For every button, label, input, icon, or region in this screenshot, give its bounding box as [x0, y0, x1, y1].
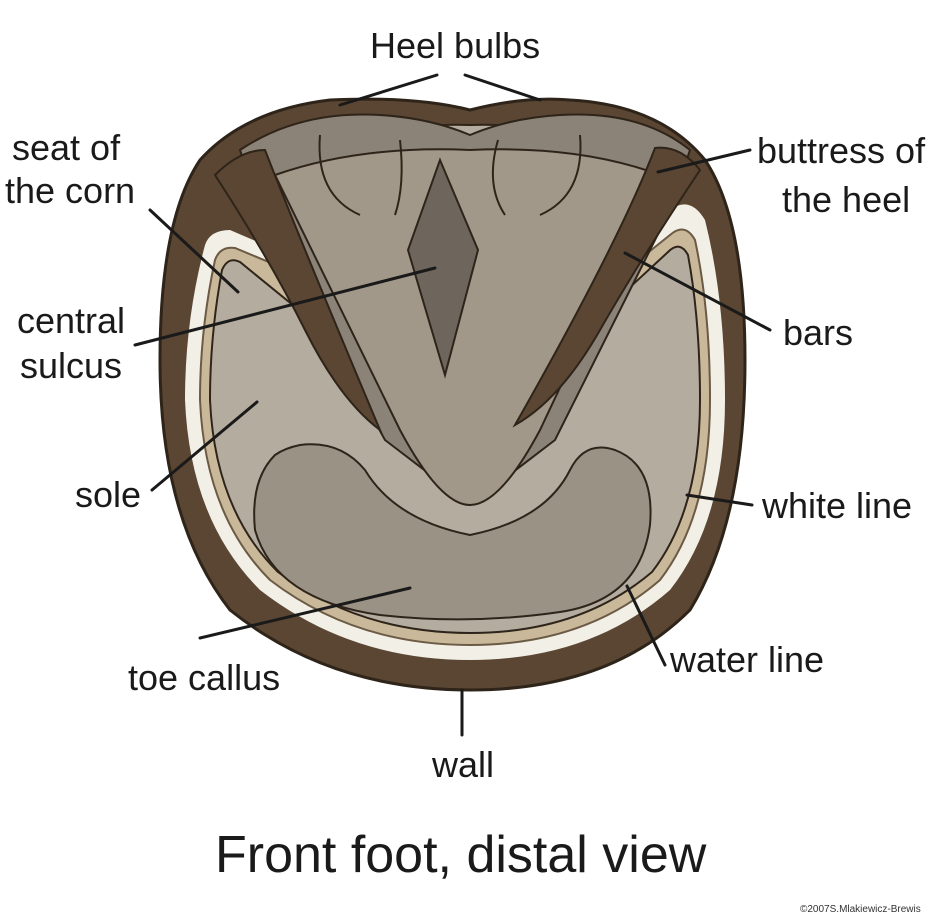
leader-seat-of-corn: [148, 208, 240, 294]
label-buttress-line1: buttress of: [757, 130, 926, 171]
label-central-sulcus-line2: sulcus: [20, 345, 122, 386]
leader-water-line: [625, 584, 667, 667]
label-buttress-line2: the heel: [782, 179, 910, 220]
leader-sole: [150, 400, 259, 492]
label-seat-of-corn-line2: the corn: [5, 170, 135, 211]
heel-bulb-curl-3: [491, 139, 506, 216]
leader-buttress: [656, 148, 752, 174]
label-toe-callus: toe callus: [128, 657, 280, 698]
copyright-notice: ©2007S.Mlakiewicz-Brewis: [800, 904, 921, 915]
heel-bulb-curl-4: [539, 134, 582, 216]
label-central-sulcus-line1: central: [17, 300, 125, 341]
label-wall: wall: [431, 744, 494, 785]
diagram-caption: Front foot, distal view: [215, 826, 707, 884]
toe-callus: [253, 443, 652, 621]
frog: [273, 148, 662, 507]
leader-heel-bulbs-right: [463, 73, 542, 102]
label-white-line: white line: [761, 485, 912, 526]
bar-left: [213, 148, 383, 434]
leader-white-line: [685, 493, 754, 507]
heel-bulb-curl-1: [318, 134, 361, 216]
label-water-line: water line: [669, 639, 824, 680]
label-sole: sole: [75, 474, 141, 515]
leader-heel-bulbs-left: [338, 73, 439, 107]
label-heel-bulbs: Heel bulbs: [370, 25, 540, 66]
leader-central-sulcus: [133, 266, 437, 347]
leader-bars: [623, 251, 772, 332]
central-sulcus: [406, 157, 480, 379]
label-bars: bars: [783, 312, 853, 353]
heel-bulb-curl-2: [394, 139, 403, 216]
label-seat-of-corn-line1: seat of: [12, 127, 121, 168]
leader-toe-callus: [198, 586, 412, 640]
bar-right: [512, 146, 702, 428]
